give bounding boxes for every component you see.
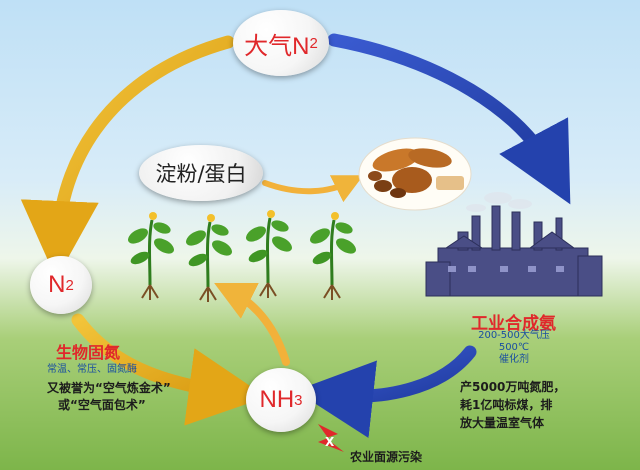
industrial-synthesis-title: 工业合成氨: [471, 314, 556, 334]
plant-icon: [241, 208, 297, 300]
biological-fixation-conditions: 常温、常压、固氮酶: [47, 364, 137, 375]
plant-icon: [181, 212, 237, 304]
condition-temperature: 500℃: [498, 342, 530, 353]
pollution-label: 农业面源污染: [350, 450, 423, 464]
svg-text:X: X: [325, 435, 335, 449]
starch-protein-node: 淀粉/蛋白: [139, 145, 263, 201]
nh3-subscript: 3: [294, 391, 303, 409]
bread-icon: [358, 137, 472, 211]
industrial-output: 产5000万吨氮肥， 耗1亿吨标煤，排 放大量温室气体: [460, 378, 565, 432]
arrow-nh3-to-plants: [214, 283, 290, 366]
plant-icon: [128, 212, 174, 300]
arrow-n2-to-nh3: [71, 313, 267, 426]
biological-fixation-title: 生物固氮: [56, 343, 121, 362]
x-mark-icon: X: [325, 435, 335, 449]
atmospheric-n2-label: 大气N: [244, 32, 310, 60]
industrial-conditions: 200-500大气压 500℃ 催化剂: [470, 330, 558, 366]
lightning-bolt-icon: [318, 424, 344, 452]
n2-subscript: 2: [65, 276, 74, 294]
arrow-air-to-factory: [327, 33, 571, 205]
factory-smoke-icon: [466, 192, 532, 212]
atmospheric-n2-subscript: 2: [309, 34, 318, 52]
plant-icon: [305, 210, 361, 302]
n2-label: N: [48, 271, 66, 298]
praise-line-2: 或“空气面包术”: [58, 398, 146, 412]
output-line-1: 产5000万吨氮肥，: [460, 380, 566, 394]
factory-icon: [425, 205, 603, 297]
arrow-starch-to-food: [262, 175, 364, 203]
praise-line-1: 又被誉为“空气炼金术”: [47, 381, 171, 395]
output-line-3: 放大量温室气体: [460, 416, 545, 430]
arrow-air-to-n2: [20, 35, 235, 279]
condition-pressure: 200-500大气压: [478, 330, 550, 341]
output-line-2: 耗1亿吨标煤，排: [460, 398, 553, 412]
arrow-factory-to-nh3: [295, 345, 477, 438]
condition-catalyst: 催化剂: [499, 354, 529, 365]
nh3-label: NH: [259, 386, 295, 413]
